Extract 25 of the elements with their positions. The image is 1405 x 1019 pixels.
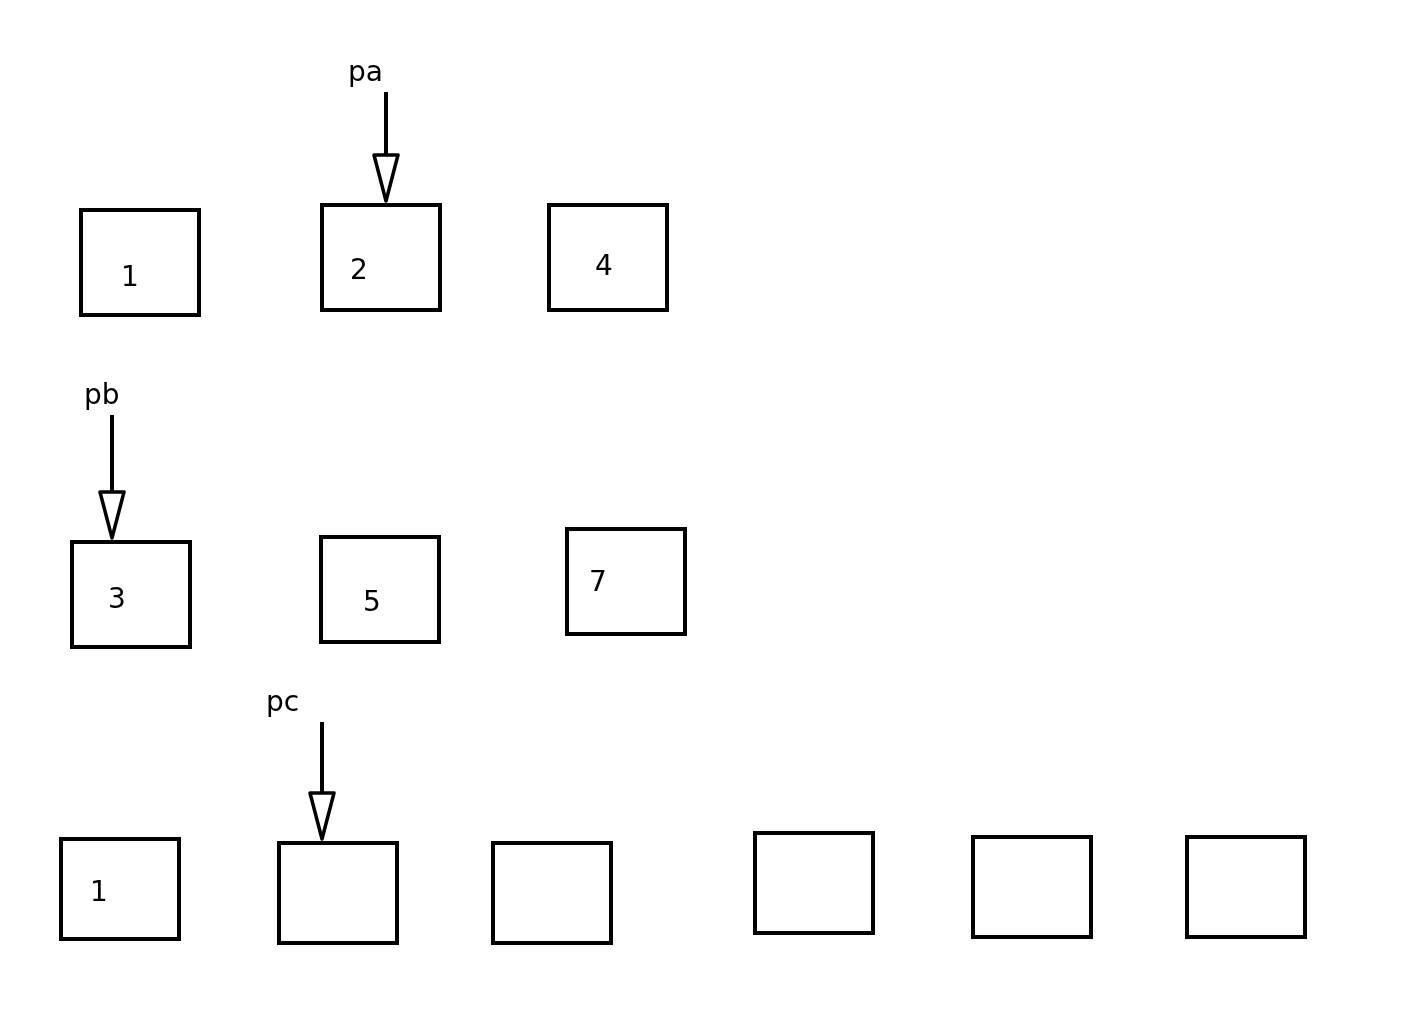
box-number: 4	[595, 251, 613, 281]
array-box	[753, 831, 875, 935]
box-number: 1	[90, 877, 108, 907]
box-number: 2	[350, 255, 368, 285]
array-box	[971, 835, 1093, 939]
array-box	[547, 203, 669, 312]
array-box	[59, 837, 181, 941]
box-number: 1	[121, 262, 139, 292]
pointer-arrow	[372, 92, 400, 203]
array-box	[70, 540, 192, 649]
array-box	[1185, 835, 1307, 939]
pointer-label: pc	[266, 686, 300, 718]
array-box	[320, 203, 442, 312]
array-box	[319, 535, 441, 644]
array-box	[277, 841, 399, 945]
pointer-label: pa	[348, 56, 383, 88]
pointer-arrow	[98, 415, 126, 540]
pointer-arrow	[308, 722, 336, 841]
array-box	[565, 527, 687, 636]
box-number: 7	[589, 567, 607, 597]
array-box	[491, 841, 613, 945]
box-number: 3	[108, 584, 126, 614]
array-box	[79, 208, 201, 317]
pointer-label: pb	[84, 379, 120, 411]
box-number: 5	[363, 587, 381, 617]
